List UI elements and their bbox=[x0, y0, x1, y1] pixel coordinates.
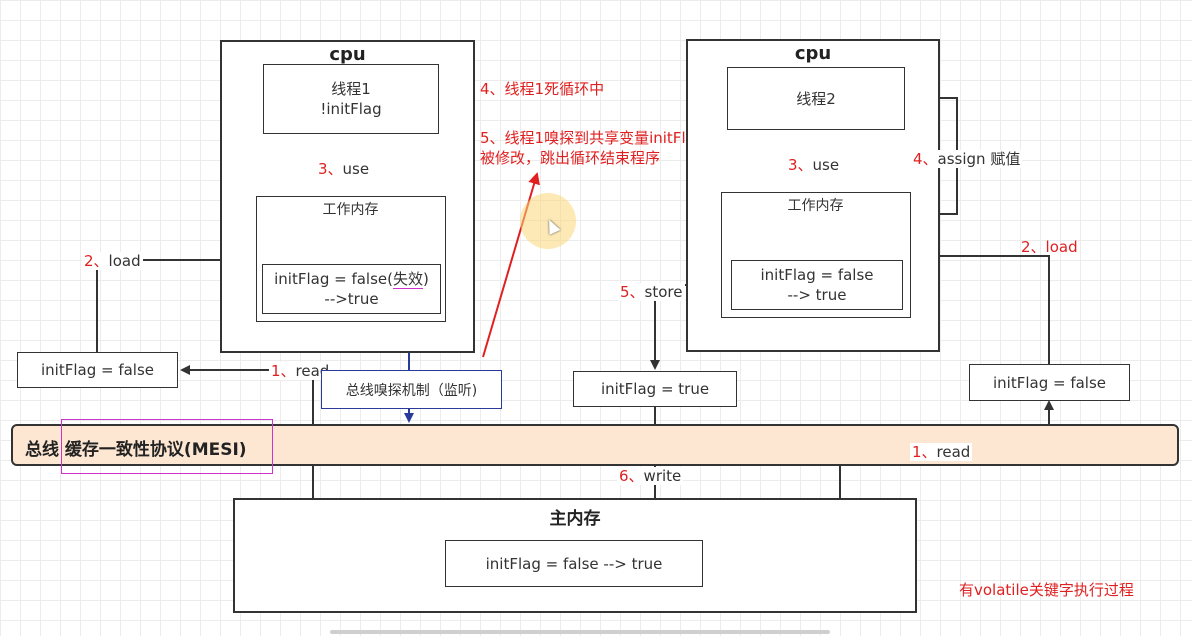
left-load-text: load bbox=[108, 252, 141, 270]
right-load-label: 2、load bbox=[1021, 238, 1078, 256]
right-var-box: initFlag = false --> true bbox=[731, 260, 903, 310]
left-read-text: read bbox=[295, 362, 330, 380]
process-note: 有volatile关键字执行过程 bbox=[959, 581, 1134, 599]
assign-num: 4、 bbox=[913, 150, 938, 168]
left-initflag-box: initFlag = false bbox=[17, 352, 178, 388]
sniff-note-line1: 5、线程1嗅探到共享变量initFlag bbox=[480, 129, 705, 147]
store-label: 5、store bbox=[618, 283, 685, 301]
left-var-paren: ) bbox=[423, 270, 429, 288]
left-thread-box: 线程1 !initFlag bbox=[263, 64, 439, 134]
main-memory-var-box: initFlag = false --> true bbox=[445, 540, 703, 587]
right-var-line1: initFlag = false bbox=[760, 266, 874, 284]
left-use-text: use bbox=[342, 160, 370, 178]
left-var-invalid: 失效 bbox=[393, 270, 424, 289]
bus-prefix: 总线 bbox=[25, 440, 59, 460]
left-use-label: 3、use bbox=[316, 160, 372, 178]
store-initflag-box: initFlag = true bbox=[573, 371, 737, 407]
right-read-label: 1、read bbox=[910, 443, 973, 461]
left-var-line2: -->true bbox=[324, 290, 379, 308]
right-work-memory-title: 工作内存 bbox=[787, 198, 844, 214]
store-num: 5、 bbox=[620, 283, 645, 301]
left-var-box: initFlag = false(失效) -->true bbox=[262, 264, 441, 314]
mesi-highlight bbox=[61, 419, 273, 474]
right-load-connector bbox=[912, 251, 1050, 364]
right-thread-box: 线程2 bbox=[727, 67, 905, 130]
left-cpu-title: cpu bbox=[329, 43, 366, 65]
left-thread-condition: !initFlag bbox=[320, 100, 382, 118]
right-use-num: 3、 bbox=[788, 156, 813, 174]
store-text: store bbox=[644, 283, 683, 301]
bus-protocol: 缓存一致性协议(MESI) bbox=[64, 440, 247, 460]
assign-label: 4、assign 赋值 bbox=[911, 150, 1023, 168]
left-var-line1: initFlag = false(失效) bbox=[274, 269, 429, 289]
left-read-num: 1、 bbox=[271, 362, 296, 380]
left-var-text: initFlag = false( bbox=[274, 270, 393, 288]
right-use-text: use bbox=[812, 156, 840, 174]
write-num: 6、 bbox=[619, 467, 644, 485]
write-label: 6、write bbox=[617, 467, 684, 485]
right-read-text: read bbox=[936, 443, 971, 461]
right-use-label: 3、use bbox=[786, 156, 842, 174]
sniff-note-line2: 被修改，跳出循环结束程序 bbox=[480, 149, 661, 167]
main-memory-title: 主内存 bbox=[549, 508, 601, 529]
right-read-num: 1、 bbox=[912, 443, 937, 461]
sniff-note: 5、线程1嗅探到共享变量initFlag 被修改，跳出循环结束程序 bbox=[480, 128, 704, 168]
left-use-num: 3、 bbox=[318, 160, 343, 178]
write-text: write bbox=[643, 467, 682, 485]
sniff-mechanism-box: 总线嗅探机制（监听) bbox=[321, 370, 502, 409]
right-cpu-title: cpu bbox=[794, 42, 832, 64]
bus-bar: 总线 缓存一致性协议(MESI) bbox=[11, 424, 1179, 466]
cursor-highlight bbox=[520, 193, 576, 249]
dead-loop-note: 4、线程1死循环中 bbox=[480, 80, 605, 98]
left-work-memory-title: 工作内存 bbox=[322, 202, 379, 218]
right-initflag-box: initFlag = false bbox=[969, 364, 1130, 401]
left-load-num: 2、 bbox=[84, 252, 109, 270]
left-read-label: 1、read bbox=[269, 362, 332, 380]
left-load-label: 2、load bbox=[82, 252, 143, 270]
bus-label: 总线 缓存一致性协议(MESI) bbox=[25, 435, 247, 460]
assign-text: assign 赋值 bbox=[937, 150, 1021, 168]
horizontal-scrollbar[interactable] bbox=[330, 630, 830, 634]
left-thread-name: 线程1 bbox=[331, 80, 371, 98]
right-var-line2: --> true bbox=[787, 286, 847, 304]
